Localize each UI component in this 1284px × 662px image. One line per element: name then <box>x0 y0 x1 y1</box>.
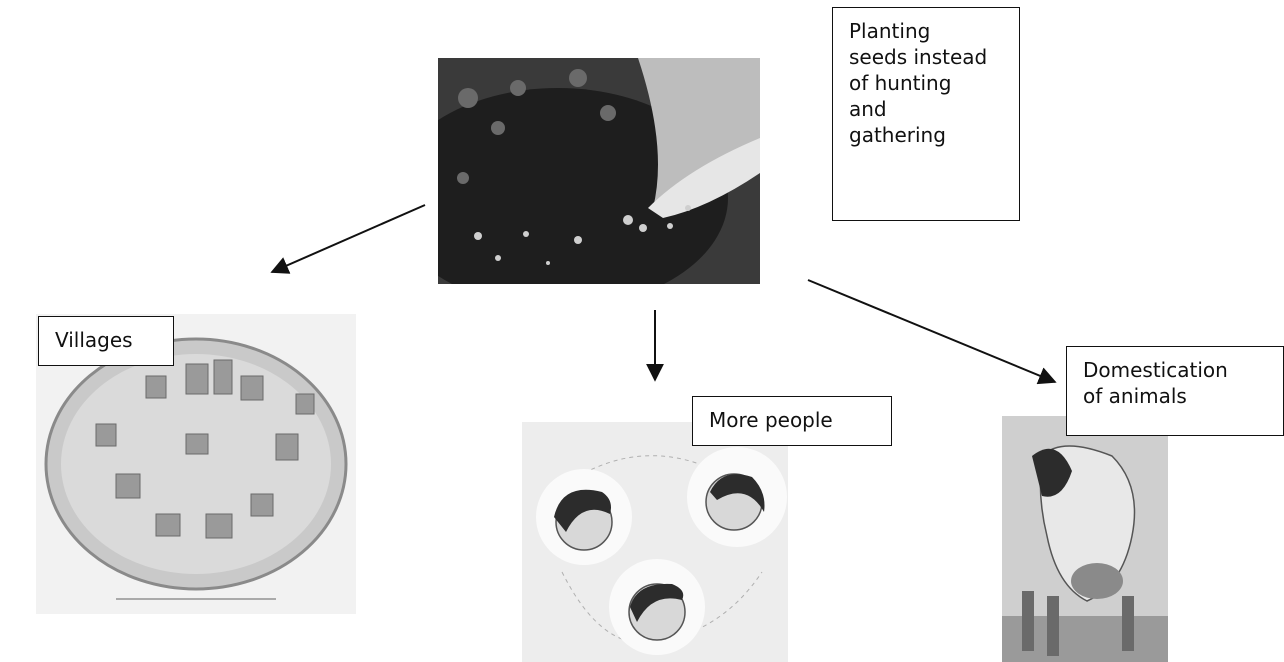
arrow-to-animals <box>808 280 1055 382</box>
center-label: Planting seeds instead of hunting and ga… <box>832 7 1020 221</box>
seeds-soil-photo <box>438 58 760 284</box>
animals-label-line: of animals <box>1083 383 1267 409</box>
villages-label-text: Villages <box>55 328 133 352</box>
people-label-text: More people <box>709 408 833 432</box>
people-illustration <box>522 422 788 662</box>
villages-label: Villages <box>38 316 174 366</box>
center-label-line: Planting <box>849 18 1003 44</box>
person-face-bottom <box>609 559 705 655</box>
arrow-to-villages <box>272 205 425 272</box>
center-label-line: and <box>849 96 1003 122</box>
animals-label: Domestication of animals <box>1066 346 1284 436</box>
center-label-line: of hunting <box>849 70 1003 96</box>
animals-label-line: Domestication <box>1083 357 1267 383</box>
center-label-line: seeds instead <box>849 44 1003 70</box>
center-label-line: gathering <box>849 122 1003 148</box>
person-face-left <box>536 469 632 565</box>
person-face-right <box>687 447 787 547</box>
people-label: More people <box>692 396 892 446</box>
cow-photo <box>1002 416 1168 662</box>
